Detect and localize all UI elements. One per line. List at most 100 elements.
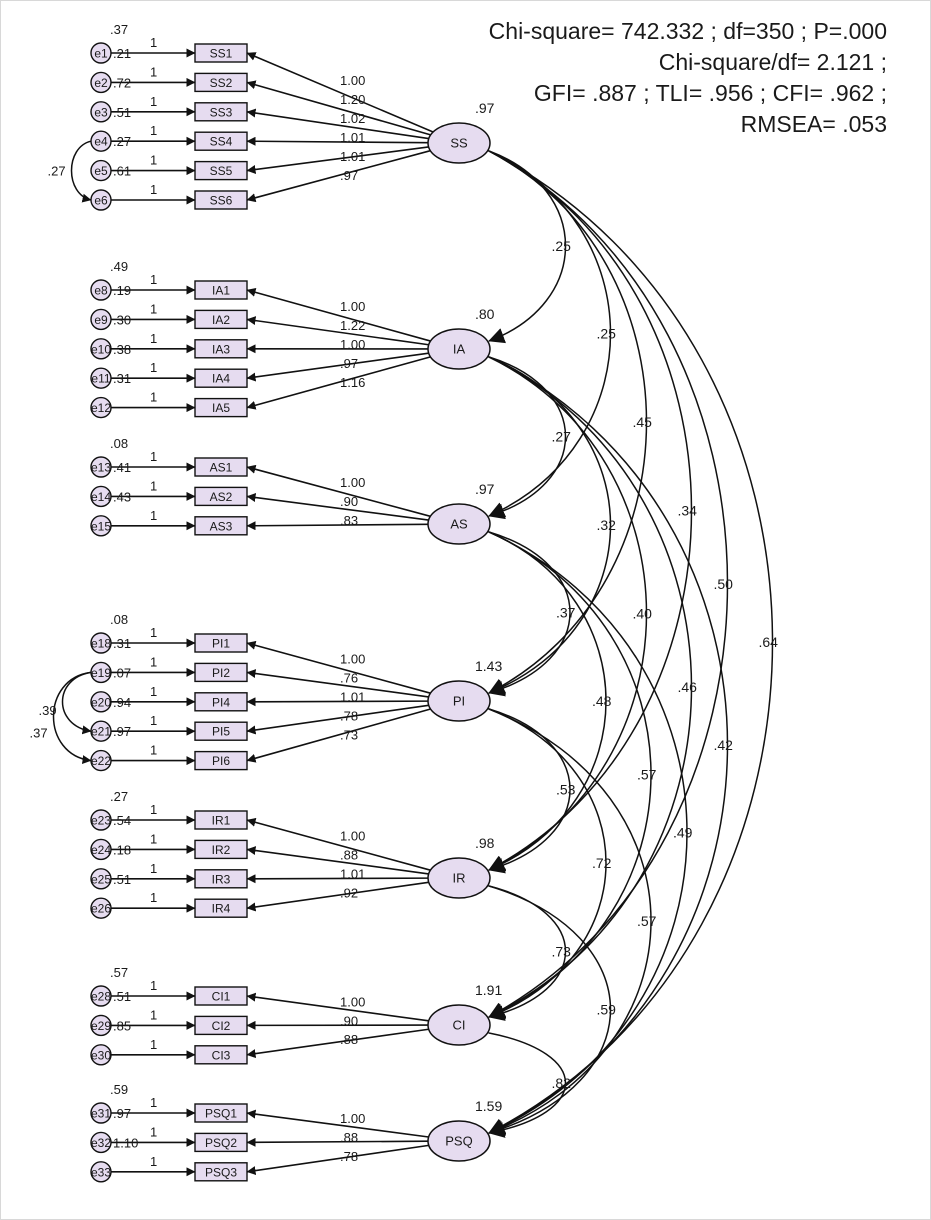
error-covariance-label-e19-e22: .37 [30,726,48,741]
error-node-e23 [90,809,112,831]
error-covariance-arc-e19-e21 [61,666,101,735]
fixed-path-label-e31: 1 [150,1095,157,1110]
error-variance-label-e13: .08 [110,436,128,451]
indicator-label-ia2: IA2 [212,313,230,327]
path-ss-ss5 [246,146,429,174]
loading-label-ss-ss6: .97 [340,168,358,183]
error-mean-label-e10: .38 [113,342,131,357]
indicator-box-ia4 [194,368,248,388]
loading-label-psq-psq1: 1.00 [340,1111,365,1126]
error-mean-label-e21: .97 [113,724,131,739]
loading-label-pi-pi5: .78 [340,708,358,723]
error-mean-label-e3: .51 [113,105,131,120]
factor-node-psq [427,1120,491,1162]
error-mean-label-e23: .54 [113,813,131,828]
indicator-label-as2: AS2 [210,490,233,504]
error-variance-label-e18: .08 [110,612,128,627]
factor-label-ir: IR [453,871,466,886]
path-ia-ia4 [246,352,429,382]
factor-node-ss [427,122,491,164]
fixed-path-label-e23: 1 [150,802,157,817]
factor-variance-label-psq: 1.59 [475,1098,502,1114]
fixed-path-label-e19: 1 [150,654,157,669]
indicator-label-psq1: PSQ1 [205,1107,237,1121]
loading-label-ir-ir4: .92 [340,885,358,900]
error-mean-label-e31: .97 [113,1106,131,1121]
error-mean-label-e32: 1.10 [113,1135,138,1150]
loading-label-ss-ss5: 1.01 [340,149,365,164]
error-node-e26 [90,897,112,919]
error-node-e19 [90,661,112,684]
path-ci-ci3 [246,1028,429,1059]
loading-label-as-as3: .83 [340,513,358,528]
covariance-label-ss-psq: .64 [759,634,779,650]
fixed-path-label-e1: 1 [150,35,157,50]
factor-node-pi [427,680,491,722]
error-node-e22 [90,749,112,772]
error-mean-label-e9: .30 [113,312,131,327]
indicator-box-as2 [194,486,248,507]
error-node-e14 [90,485,112,508]
covariance-label-ia-as: .27 [552,429,572,445]
loading-label-ia-ia2: 1.22 [340,318,365,333]
path-psq-psq1 [246,1109,429,1138]
indicator-label-ss3: SS3 [210,105,233,119]
factor-variance-label-as: .97 [475,481,495,497]
fixed-path-label-e9: 1 [150,301,157,316]
covariance-arc-ss-psq [471,136,774,1134]
fixed-path-label-e24: 1 [150,831,157,846]
fixed-path-label-e3: 1 [150,94,157,109]
error-label-e32: e32 [91,1136,111,1150]
factor-node-as [427,503,491,545]
error-node-e2 [90,71,112,94]
path-ia-ia2 [246,316,429,346]
error-node-e6 [90,189,112,211]
loading-label-ss-ss1: 1.00 [340,73,365,88]
path-ss-ss1 [246,52,434,133]
loading-label-ci-ci2: .90 [340,1013,358,1028]
factor-variance-label-ci: 1.91 [475,982,502,998]
error-label-e20: e20 [91,695,111,709]
indicator-label-as1: AS1 [210,461,233,475]
path-ir-ir4 [246,881,429,912]
path-as-as2 [246,493,429,521]
error-node-e28 [90,985,112,1007]
error-covariance-arc-e19-e22 [52,666,101,765]
error-node-e15 [90,515,112,537]
loading-path-layer [111,48,434,1177]
fixed-path-label-e20: 1 [150,684,157,699]
loading-label-ss-ss3: 1.02 [340,111,365,126]
error-label-e28: e28 [91,990,111,1004]
covariance-arc-as-ir [471,518,607,872]
covariance-label-ss-ci: .50 [714,576,734,592]
error-mean-label-e11: .31 [113,371,131,386]
covariance-label-ia-ir: .40 [633,606,653,622]
error-mean-label-e8: .19 [113,283,131,298]
factor-label-ss: SS [450,136,468,151]
error-mean-label-e13: .41 [113,460,131,475]
factor-label-ia: IA [453,342,466,357]
path-psq-psq2 [246,1137,429,1147]
factor-node-ir [427,857,491,899]
path-ir-ir3 [246,874,429,884]
error-label-e30: e30 [91,1048,111,1062]
covariance-label-as-ir: .48 [592,693,612,709]
indicator-label-psq3: PSQ3 [205,1165,237,1179]
fit-stat-chi-square: Chi-square= 742.332 ; df=350 ; P=.000 [488,18,887,44]
error-label-e15: e15 [91,519,111,533]
fixed-path-label-e13: 1 [150,449,157,464]
indicator-label-ss2: SS2 [210,76,233,90]
loading-label-ia-ia4: .97 [340,356,358,371]
covariance-label-ss-pi: .45 [633,414,653,430]
fixed-path-label-e21: 1 [150,713,157,728]
fit-stat-chi-square-df: Chi-square/df= 2.121 ; [658,49,887,75]
path-pi-pi6 [246,708,431,763]
error-covariance-layer [52,134,101,765]
indicator-box-psq1 [194,1103,248,1123]
node-layer [90,42,491,1183]
loading-label-ia-ia1: 1.00 [340,299,365,314]
covariance-label-ss-ir: .34 [678,503,698,519]
error-variance-label-e23: .27 [110,789,128,804]
factor-variance-label-pi: 1.43 [475,658,502,674]
error-node-e9 [90,308,112,331]
